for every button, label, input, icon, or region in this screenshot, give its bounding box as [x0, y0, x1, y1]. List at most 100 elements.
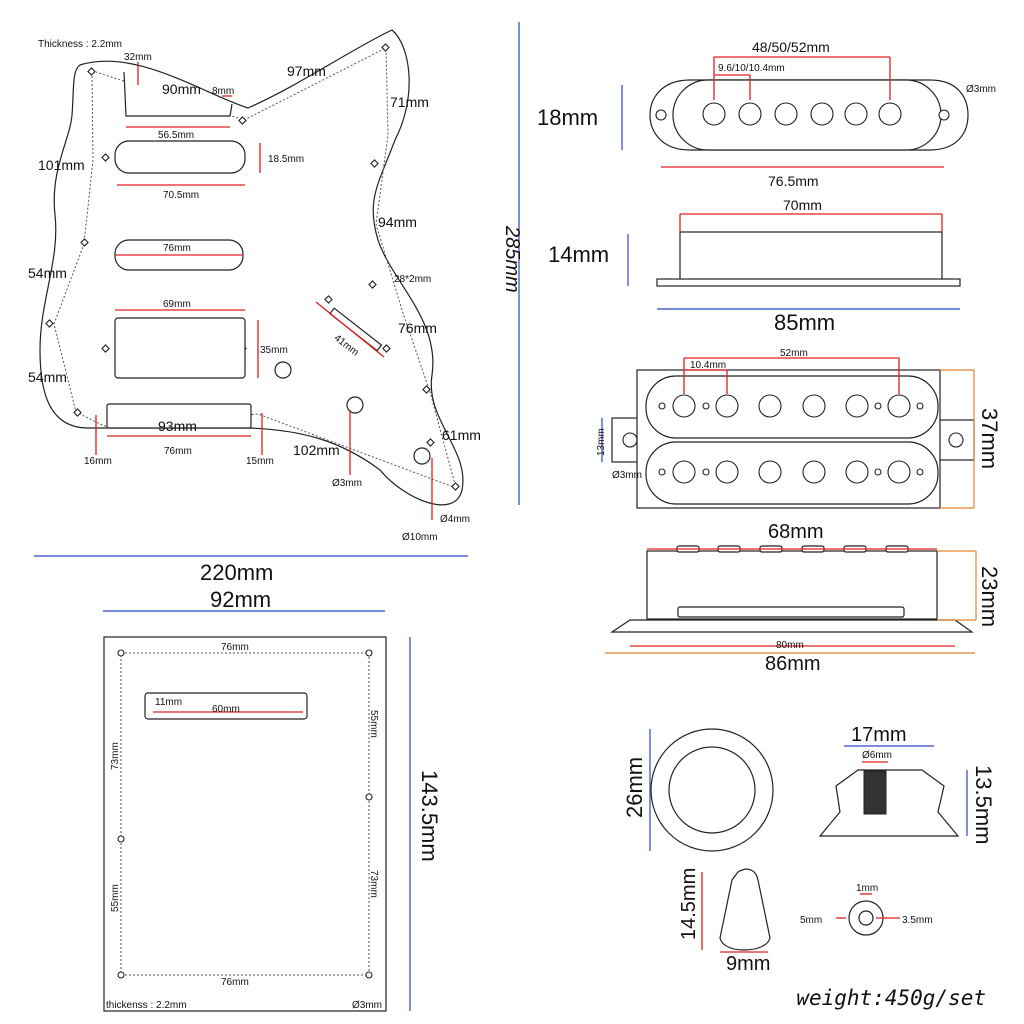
- backplate-dim-55-left: 55mm: [110, 884, 121, 912]
- single-coil-mount-hole-right: [938, 109, 950, 121]
- backplate-drawing: 92mm 76mm 11mm 60mm 55mm 73mm 73mm 55mm …: [103, 587, 442, 1012]
- single-coil-mount-hole-left: [655, 109, 667, 121]
- pickguard-dim-285: 285mm: [501, 225, 523, 293]
- humbucker-side-base: [610, 619, 974, 633]
- switch-tip-dim-9: 9mm: [726, 953, 770, 975]
- bridge-slot-cutout: [106, 403, 252, 429]
- backplate-thickness-label: thickenss : 2.2mm: [106, 1000, 187, 1011]
- humbucker-coil-bottom: [645, 441, 939, 505]
- humbucker-side-notch: [677, 606, 905, 618]
- pickguard-dim-90: 90mm: [162, 81, 201, 97]
- humbucker-dim-80: 80mm: [776, 640, 804, 651]
- backplate-dim-55-right: 55mm: [368, 710, 379, 738]
- humbucker-dim-37: 37mm: [977, 408, 1002, 469]
- pickguard-dim-32: 32mm: [124, 52, 152, 63]
- single-coil-dim-76-5: 76.5mm: [768, 173, 819, 189]
- switch-tip-top-inner: [858, 910, 874, 926]
- switch-tip-dim-14-5: 14.5mm: [678, 868, 700, 940]
- humbucker-dim-dia3: Ø3mm: [612, 470, 642, 481]
- single-coil-dim-48-50-52: 48/50/52mm: [752, 39, 830, 55]
- backplate-dim-11: 11mm: [155, 697, 182, 708]
- single-coil-drawing: 48/50/52mm 9.6/10/10.4mm Ø3mm 18mm 76.5m…: [537, 39, 996, 335]
- humbucker-pole-pieces-bottom: [658, 460, 924, 484]
- jack-hole: [413, 447, 431, 465]
- pickguard-dim-61: 61mm: [442, 427, 481, 443]
- humbucker-dim-13: 13mm: [596, 428, 607, 456]
- knobs-drawing: 26mm 17mm Ø6mm 13.5mm 14.5mm 9mm 1mm 5mm…: [622, 724, 996, 975]
- backplate-dim-76-top: 76mm: [221, 642, 249, 653]
- pickguard-dim-56-5: 56.5mm: [158, 130, 194, 141]
- pickguard-dim-35: 35mm: [260, 345, 288, 356]
- pickguard-dim-28x2: 28*2mm: [394, 274, 431, 285]
- pickguard-dim-16: 16mm: [84, 456, 112, 467]
- backplate-dim-143-5: 143.5mm: [417, 770, 442, 862]
- single-coil-dim-18: 18mm: [537, 105, 598, 130]
- backplate-dim-73-right: 73mm: [368, 870, 379, 898]
- humbucker-dim-86: 86mm: [765, 653, 821, 675]
- single-coil-pole-pieces: [702, 102, 902, 126]
- humbucker-dim-68: 68mm: [768, 521, 824, 543]
- backplate-dim-73-left: 73mm: [110, 742, 121, 770]
- humbucker-dim-10-4: 10.4mm: [690, 360, 726, 371]
- pickguard-dim-76-bottom: 76mm: [164, 446, 192, 457]
- knob-dim-dia6: Ø6mm: [862, 750, 892, 761]
- pickguard-dim-dia4: Ø4mm: [440, 514, 470, 525]
- humbucker-coil-top: [645, 375, 939, 439]
- pickguard-dim-97: 97mm: [287, 63, 326, 79]
- pickguard-dim-dia10: Ø10mm: [402, 532, 438, 543]
- humbucker-dim-52: 52mm: [780, 348, 808, 359]
- volume-knob-inner: [668, 746, 756, 834]
- backplate-dim-dia3: Ø3mm: [352, 1000, 382, 1011]
- backplate-screw-path: [120, 652, 370, 976]
- pickguard-dim-18-5: 18.5mm: [268, 154, 304, 165]
- single-coil-dim-70: 70mm: [783, 197, 822, 213]
- bridge-humbucker-cutout: [114, 317, 246, 379]
- humbucker-drawing: 52mm 10.4mm 37mm 13mm Ø3mm 68mm 23mm 80m…: [596, 348, 1002, 675]
- switch-tip-dim-1: 1mm: [856, 883, 878, 894]
- pickguard-dim-8: 8mm: [212, 86, 234, 97]
- switch-tip-dim-5: 5mm: [800, 915, 822, 926]
- pickguard-dim-15: 15mm: [246, 456, 274, 467]
- single-coil-side-cover: [679, 231, 943, 281]
- knob-hole-1: [274, 361, 292, 379]
- pickguard-dim-70-5: 70.5mm: [163, 190, 199, 201]
- neck-notch: [123, 71, 233, 117]
- pickguard-dim-220: 220mm: [200, 560, 273, 585]
- single-coil-dim-9-6: 9.6/10/10.4mm: [718, 63, 785, 74]
- pickguard-dim-76-mid: 76mm: [163, 243, 191, 254]
- humbucker-pole-pieces-top: [658, 394, 924, 418]
- pickguard-screw-holes: [45, 43, 460, 491]
- knob-dim-26: 26mm: [622, 757, 647, 818]
- knob-dim-17: 17mm: [851, 724, 907, 746]
- switch-tip-profile: [719, 868, 771, 951]
- pickguard-dim-101: 101mm: [38, 157, 85, 173]
- weight-label: weight:450g/set: [796, 986, 986, 1010]
- switch-tip-dim-3-5: 3.5mm: [902, 915, 933, 926]
- single-coil-dim-85: 85mm: [774, 310, 835, 335]
- single-coil-dim-dia3: Ø3mm: [966, 84, 996, 95]
- pickguard-dim-dia3: Ø3mm: [332, 478, 362, 489]
- humbucker-dim-23: 23mm: [977, 566, 1002, 627]
- pickguard-dim-102: 102mm: [293, 442, 340, 458]
- backplate-screw-holes: [117, 649, 373, 979]
- single-coil-side-base: [656, 278, 961, 287]
- knob-shaft-bore: [863, 770, 887, 815]
- knob-dim-13-5: 13.5mm: [971, 765, 996, 844]
- neck-pickup-cutout: [114, 140, 246, 174]
- knob-hole-2: [346, 396, 364, 414]
- pickguard-thickness-label: Thickness : 2.2mm: [38, 39, 122, 50]
- pickguard-dim-54-lower: 54mm: [28, 369, 67, 385]
- pickguard-dim-69: 69mm: [163, 299, 191, 310]
- single-coil-dim-14: 14mm: [548, 242, 609, 267]
- pickguard-drawing: Thickness : 2.2mm 32mm 90mm 8mm 56.5mm 9…: [28, 22, 523, 585]
- pickguard-dim-76-right: 76mm: [398, 320, 437, 336]
- pickguard-dim-93: 93mm: [158, 418, 197, 434]
- backplate-dim-76-bottom: 76mm: [221, 977, 249, 988]
- backplate-dim-92: 92mm: [210, 587, 271, 612]
- knob-side-profile: [818, 769, 960, 837]
- pickguard-dim-94: 94mm: [378, 214, 417, 230]
- backplate-dim-60: 60mm: [212, 704, 240, 715]
- pickguard-dim-71: 71mm: [390, 94, 429, 110]
- pickguard-dim-54-upper: 54mm: [28, 265, 67, 281]
